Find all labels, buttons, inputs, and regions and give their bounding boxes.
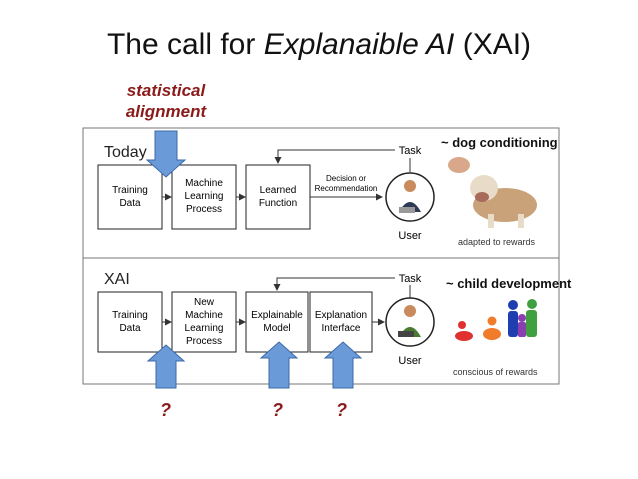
children-illustration [455,299,537,341]
today-learned-function-box [245,164,311,230]
xai-user-laptop [398,331,414,337]
today-user-circle [385,172,435,222]
statistical-alignment-line2: alignment [125,102,207,121]
xai-task-label: Task [399,273,422,285]
decision-line2: Recommendation [315,184,378,193]
title-prefix: The call for [106,28,264,61]
xai-label: XAI [104,271,130,288]
xai-explainable-model-box [245,291,309,353]
today-box2-line3: Process [186,204,222,215]
title-suffix: (XAI) [454,28,532,61]
today-box3-line2: Function [259,198,297,209]
xai-box4-line1: Explanation [315,310,367,321]
xai-box3-line1: Explainable [251,310,303,321]
today-task-label: Task [399,145,422,157]
statistical-alignment-line1: statistical [126,81,206,100]
xai-box2-line1: New [194,297,215,308]
xai-box3-line2: Model [263,323,290,334]
question-arrow-1 [146,344,186,389]
xai-box2-line3: Learning [185,323,224,334]
today-box3-line1: Learned [260,185,297,196]
xai-box1-line2: Data [119,323,141,334]
question-arrow-2 [259,341,299,389]
conscious-of-rewards-caption: conscious of rewards [453,367,538,377]
today-training-data-box [97,164,163,230]
question-arrow-3 [323,341,363,389]
xai-explanation-interface-box [309,291,373,353]
today-box1-line2: Data [119,198,141,209]
question-mark-1: ? [160,400,171,420]
today-box1-line1: Training [112,185,148,196]
xai-box4-line2: Interface [322,323,361,334]
today-box2-line1: Machine [185,178,223,189]
dog-illustration [448,157,537,228]
decision-line1: Decision or [326,174,366,183]
adapted-to-rewards-caption: adapted to rewards [458,237,536,247]
today-user-label: User [398,230,422,242]
statistical-alignment-label: statistical alignment [115,80,217,122]
today-user-head [404,180,416,192]
xai-user-label: User [398,355,422,367]
xai-box2-line4: Process [186,336,222,347]
today-box2-line2: Learning [185,191,224,202]
slide-title: The call for Explanaible AI (XAI) [0,28,638,62]
xai-box2-line2: Machine [185,310,223,321]
today-task-arrow [274,149,395,164]
question-mark-3: ? [336,400,347,420]
xai-new-ml-process-box [171,291,237,353]
xai-box1-line1: Training [112,310,148,321]
xai-task-arrow [273,277,395,291]
title-emphasis: Explanaible AI [263,28,455,61]
today-user-laptop [399,207,415,213]
question-mark-2: ? [272,400,283,420]
today-label: Today [104,144,147,161]
statistical-alignment-arrow [145,130,187,178]
child-development-note: ~ child development [446,276,572,291]
xai-training-data-box [97,291,163,353]
xai-user-head [404,305,416,317]
dog-conditioning-note: ~ dog conditioning [441,135,558,150]
